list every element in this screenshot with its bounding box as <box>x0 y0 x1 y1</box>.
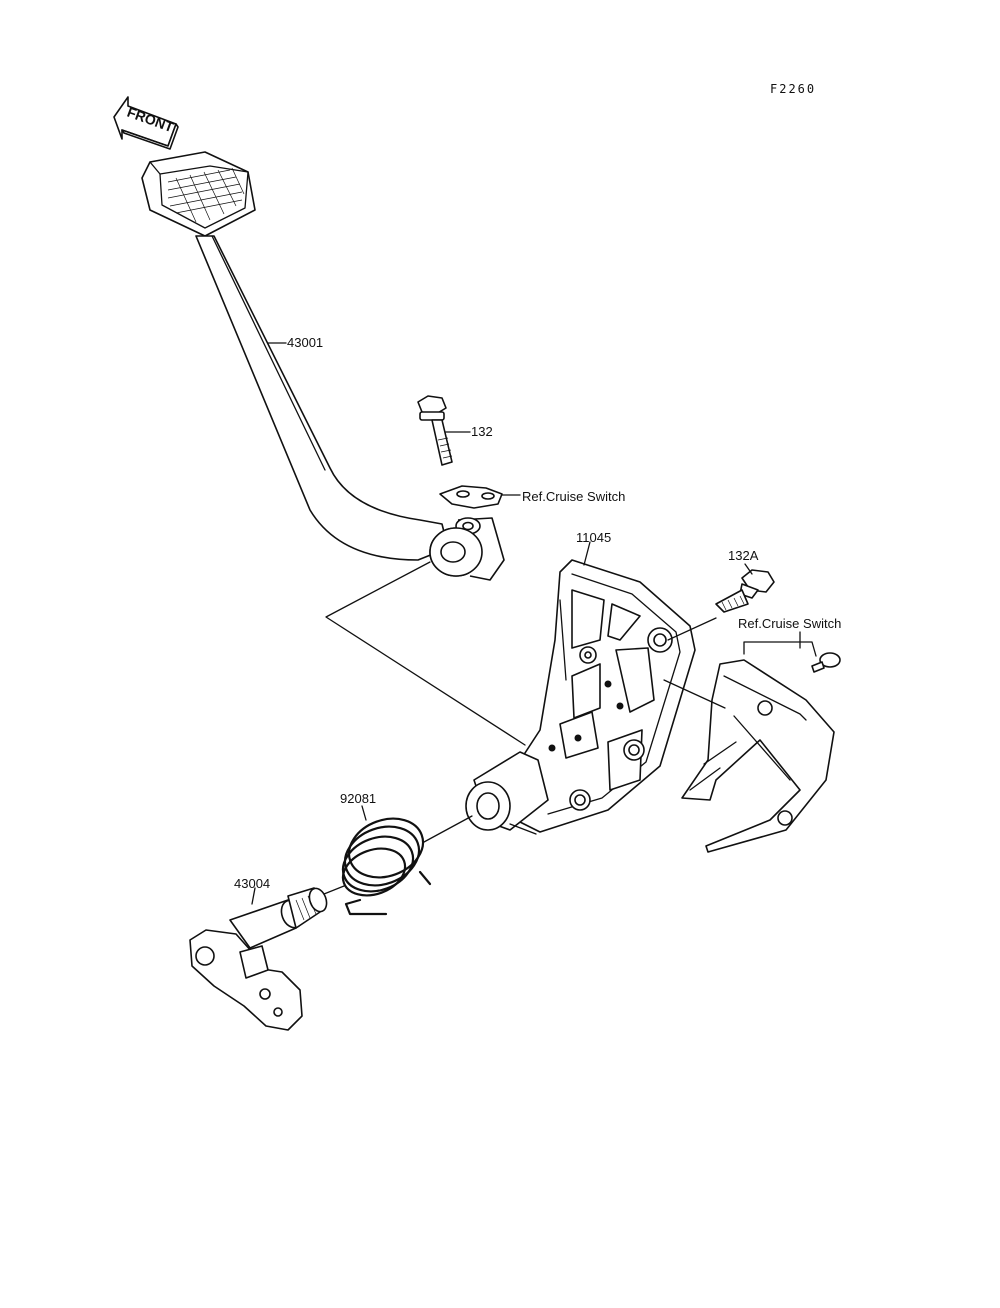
brake-pedal <box>141 151 505 581</box>
shaft-43004-leader <box>251 887 256 905</box>
bracket-11045-leader <box>583 541 591 566</box>
spring-92081-leader <box>361 805 367 821</box>
spring-guide <box>423 815 473 843</box>
spring-92081-part-number: 92081 <box>340 791 376 806</box>
cruise-switch-ref-2-leader <box>743 631 817 657</box>
cruise-switch-ref-2-label: Ref.Cruise Switch <box>738 616 841 631</box>
brake-pedal-part-number: 43001 <box>287 335 323 350</box>
bracket-11045-part-number: 11045 <box>576 530 611 545</box>
shaft-guide <box>323 885 345 895</box>
assembly-guide-lines <box>325 561 526 746</box>
bracket-11045 <box>465 559 696 835</box>
bolt-132A-leader <box>744 563 753 575</box>
shaft-43004-part-number: 43004 <box>234 876 270 891</box>
bolt-132A-part-number: 132A <box>728 548 759 563</box>
bolt-132A <box>715 569 775 613</box>
cruise-switch-plate-top <box>439 485 503 509</box>
cruise-switch-ref-1-label: Ref.Cruise Switch <box>522 489 625 504</box>
switch-cover <box>663 659 835 853</box>
bolt-132-part-number: 132 <box>471 424 493 439</box>
shaft-43004 <box>189 887 328 1031</box>
small-screw <box>811 652 841 673</box>
pedal-grip-pattern <box>167 167 245 223</box>
bolt-132 <box>417 395 453 466</box>
bolt-132A-guide <box>667 617 717 641</box>
spring-92081 <box>341 817 432 916</box>
front-arrow-icon: FRONT <box>113 96 179 150</box>
figure-code: F2260 <box>770 82 816 96</box>
